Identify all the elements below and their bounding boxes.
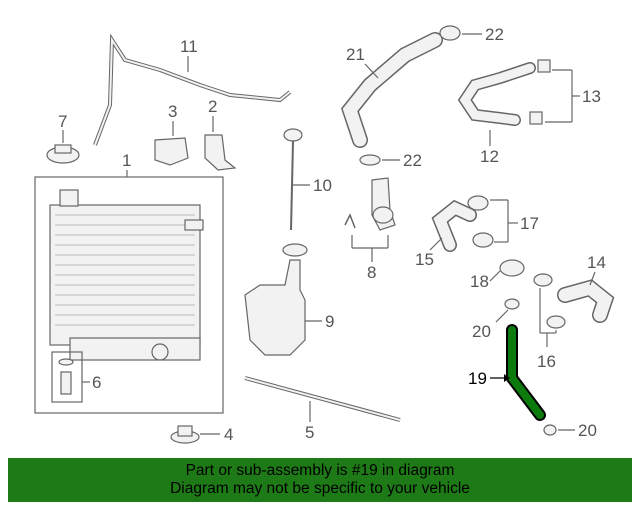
bypass-hose-clamp-upper — [504, 298, 520, 310]
lower-hose-clamps — [467, 195, 494, 248]
heater-hose-clamps — [529, 59, 551, 125]
callout-9: 9 — [325, 312, 334, 331]
callout-11: 11 — [180, 37, 198, 56]
callout-21: 21 — [346, 45, 365, 64]
parts-diagram: 1 6 7 3 2 11 10 9 — [34, 25, 615, 444]
lower-radiator-hose — [557, 279, 615, 323]
side-bracket — [204, 134, 237, 171]
callout-13: 13 — [582, 87, 601, 106]
upper-hose — [341, 32, 443, 148]
coolant-reservoir — [244, 243, 308, 356]
callout-15: 15 — [415, 250, 434, 269]
callout-1: 1 — [122, 151, 131, 170]
callout-20a: 20 — [472, 322, 491, 341]
callout-17: 17 — [520, 214, 539, 233]
callout-14: 14 — [587, 253, 606, 272]
drain-plug — [51, 351, 83, 403]
callout-2: 2 — [208, 97, 217, 116]
bypass-hose-clamp-lower — [543, 424, 557, 436]
seal-strip — [244, 376, 401, 422]
overflow-tube — [93, 33, 292, 146]
callout-5: 5 — [305, 423, 314, 442]
callout-6: 6 — [92, 373, 101, 392]
callout-4: 4 — [224, 425, 233, 444]
heater-hose — [457, 62, 536, 126]
hose-connector — [499, 259, 525, 277]
callout-12: 12 — [480, 147, 499, 166]
reservoir-dipstick — [283, 128, 303, 231]
lower-hose-section — [431, 199, 477, 252]
hose-clamp-upper — [439, 25, 461, 41]
upper-bracket — [154, 137, 189, 166]
callout-7: 7 — [58, 112, 67, 131]
bypass-hose-highlighted[interactable] — [506, 324, 546, 421]
callout-19: 19 — [468, 369, 487, 388]
callout-18: 18 — [470, 272, 489, 291]
callout-22b: 22 — [403, 151, 422, 170]
thermostat-outlet — [344, 177, 396, 231]
hose-clamp-lower — [359, 154, 381, 166]
banner-line-2: Diagram may not be specific to your vehi… — [170, 480, 470, 497]
callout-3: 3 — [168, 102, 177, 121]
radiator-assembly — [34, 176, 224, 414]
banner-line-1: Part or sub-assembly is #19 in diagram — [185, 462, 455, 479]
callout-8: 8 — [367, 263, 376, 282]
callout-16: 16 — [537, 352, 556, 371]
radiator-cap — [46, 144, 80, 164]
fitment-notice-banner: Part or sub-assembly is #19 in diagram D… — [8, 458, 632, 502]
radiator-mount — [170, 425, 200, 444]
callout-22: 22 — [485, 25, 504, 44]
lower-radiator-hose-clamps — [533, 273, 566, 329]
callout-10: 10 — [313, 176, 332, 195]
callout-20b: 20 — [578, 421, 597, 440]
